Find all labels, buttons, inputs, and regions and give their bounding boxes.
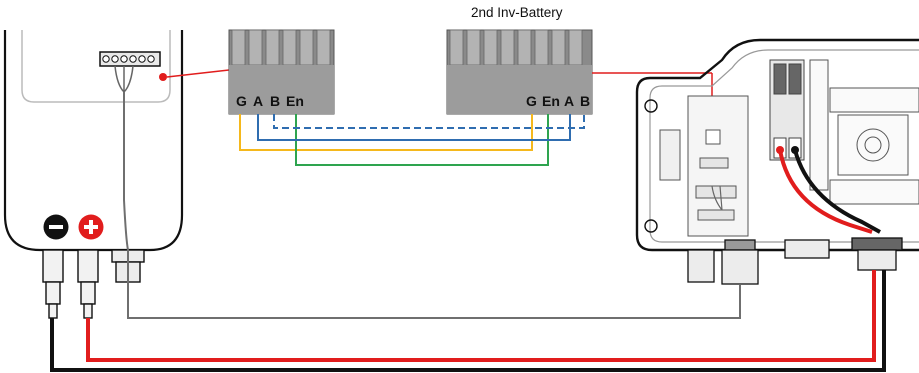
dc-connector-positive	[77, 249, 99, 319]
battery-box	[635, 38, 919, 252]
negative-terminal-icon	[43, 214, 69, 240]
connector-left	[228, 29, 335, 115]
inverter-port-marker	[159, 73, 167, 81]
comm-cable	[123, 92, 741, 319]
signal-wires	[239, 114, 585, 166]
bms-board	[659, 95, 749, 237]
positive-terminal-icon	[78, 214, 104, 240]
pin-label: A	[253, 93, 263, 109]
battery-glands	[687, 237, 903, 285]
inverter-unit	[3, 30, 230, 319]
terminal-strip	[809, 59, 919, 205]
pin-label: A	[564, 93, 574, 109]
pin-label: B	[270, 93, 280, 109]
dc-cable-red	[86, 270, 876, 362]
connector-right-pins: G En A B	[526, 93, 590, 109]
wire-blue-b-dashed	[273, 114, 585, 129]
pin-label: G	[526, 93, 537, 109]
connector-right: 2nd Inv-Battery	[446, 5, 593, 115]
battery-breaker	[769, 59, 805, 161]
pin-label: B	[580, 93, 590, 109]
pin-label: G	[236, 93, 247, 109]
dc-connector-negative	[42, 249, 64, 319]
pin-label: En	[542, 93, 560, 109]
pin-label: En	[286, 93, 304, 109]
wire-yellow-g	[239, 114, 533, 151]
connector-title: 2nd Inv-Battery	[471, 5, 563, 20]
dc-cable-black	[50, 270, 886, 372]
connector-left-pins: G A B En	[236, 93, 304, 109]
